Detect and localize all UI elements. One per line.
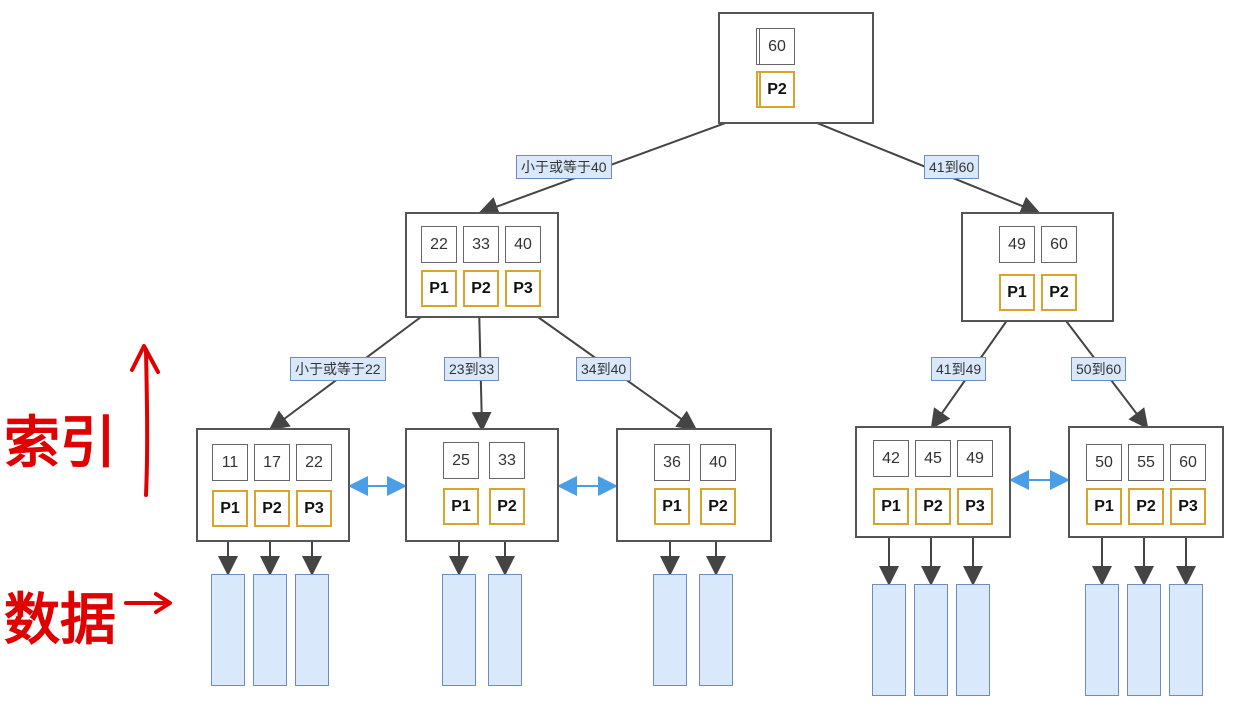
data-block	[872, 584, 906, 696]
node-key: 36	[654, 444, 690, 481]
node-pointer: P2	[489, 488, 525, 525]
edge-label-mr-1: 41到49	[931, 357, 987, 381]
node-key: 25	[443, 442, 479, 479]
data-block	[1085, 584, 1119, 696]
node-key: 33	[463, 226, 499, 263]
data-block	[1169, 584, 1203, 696]
data-block	[295, 574, 329, 686]
node-key: 50	[1086, 444, 1122, 481]
data-block	[699, 574, 733, 686]
edge-label-mr-2: 50到60	[1071, 357, 1127, 381]
node-pointer: P1	[1086, 488, 1122, 525]
node-key: 60	[1170, 444, 1206, 481]
data-block	[253, 574, 287, 686]
data-block	[653, 574, 687, 686]
edge-label-ml-2: 23到33	[444, 357, 500, 381]
node-key: 22	[421, 226, 457, 263]
data-annotation: 数据	[4, 587, 116, 653]
data-block	[442, 574, 476, 686]
edge-label-root-left: 小于或等于40	[516, 155, 612, 179]
node-key: 45	[915, 440, 951, 477]
node-key: 42	[873, 440, 909, 477]
edge-label-ml-1: 小于或等于22	[290, 357, 386, 381]
node-key: 60	[759, 28, 795, 65]
node-key: 22	[296, 444, 332, 481]
node-pointer: P1	[212, 490, 248, 527]
node-key: 40	[700, 444, 736, 481]
node-pointer: P2	[759, 71, 795, 108]
data-block	[1127, 584, 1161, 696]
node-pointer: P3	[957, 488, 993, 525]
edge-label-root-right: 41到60	[924, 155, 980, 179]
data-right-arrow-icon	[124, 592, 172, 614]
node-key: 60	[1041, 226, 1077, 263]
node-pointer: P2	[254, 490, 290, 527]
node-key: 11	[212, 444, 248, 481]
node-key: 17	[254, 444, 290, 481]
data-block	[211, 574, 245, 686]
data-block	[956, 584, 990, 696]
node-key: 40	[505, 226, 541, 263]
node-pointer: P2	[700, 488, 736, 525]
node-pointer: P3	[296, 490, 332, 527]
node-pointer: P1	[654, 488, 690, 525]
index-up-arrow-icon	[130, 344, 160, 497]
node-key: 33	[489, 442, 525, 479]
node-root: 4060P1P2	[718, 12, 874, 124]
node-pointer: P2	[463, 270, 499, 307]
index-annotation: 索引	[4, 410, 116, 476]
node-pointer: P1	[873, 488, 909, 525]
node-pointer: P2	[1128, 488, 1164, 525]
node-pointer: P2	[1041, 274, 1077, 311]
node-key: 49	[957, 440, 993, 477]
node-key: 55	[1128, 444, 1164, 481]
node-pointer: P3	[505, 270, 541, 307]
node-key: 49	[999, 226, 1035, 263]
data-block	[914, 584, 948, 696]
node-pointer: P1	[421, 270, 457, 307]
edge-label-ml-3: 34到40	[576, 357, 632, 381]
node-pointer: P2	[915, 488, 951, 525]
node-pointer: P3	[1170, 488, 1206, 525]
data-block	[488, 574, 522, 686]
node-pointer: P1	[999, 274, 1035, 311]
node-pointer: P1	[443, 488, 479, 525]
